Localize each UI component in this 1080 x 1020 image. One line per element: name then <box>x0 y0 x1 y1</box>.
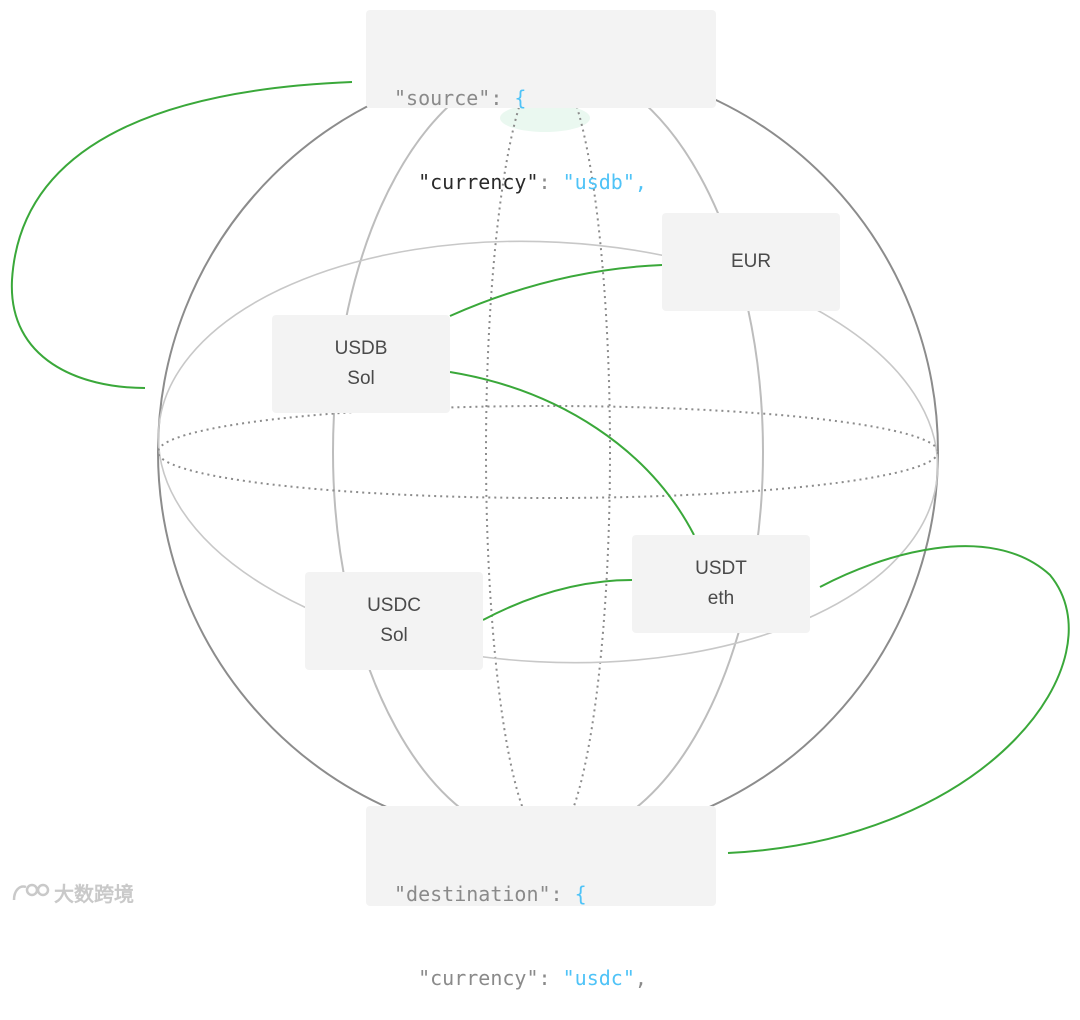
source-currency-value: "usdb" <box>562 170 635 194</box>
source-colon: : <box>490 86 515 110</box>
latitude-ring <box>157 240 939 664</box>
node-usdb-label: USDB <box>334 338 388 359</box>
node-usdt-eth: USDT eth <box>632 535 810 633</box>
source-line: "source": { <box>394 84 716 112</box>
source-code-block: "source": { "currency": "usdb", <box>366 10 716 194</box>
connector-usdb-usdt <box>449 371 695 536</box>
source-glow <box>500 104 590 132</box>
source-brace: { <box>514 86 527 110</box>
globe-diagram <box>10 61 1070 854</box>
destination-currency-colon: : <box>538 966 563 990</box>
destination-code-block: "destination": { "currency": "usdc", <box>366 806 716 990</box>
connector-usdt-destination-loop <box>727 545 1070 854</box>
destination-currency-line: "currency": "usdc", <box>394 964 716 992</box>
node-usdc-sol: USDC Sol <box>305 572 483 670</box>
destination-key: "destination" <box>394 882 551 906</box>
destination-currency-trail: , <box>634 966 647 990</box>
source-currency-colon: : <box>538 170 563 194</box>
node-eur-label: EUR <box>730 251 772 272</box>
node-eur: EUR <box>662 213 840 311</box>
node-usdb-chain: Sol <box>347 368 375 389</box>
node-usdc-chain: Sol <box>380 625 408 646</box>
node-usdb-sol: USDB Sol <box>272 315 450 413</box>
source-currency-key: "currency" <box>418 170 539 194</box>
equator-dotted <box>157 405 939 499</box>
watermark-text: 大数跨境 <box>54 884 134 906</box>
connector-usdb-eur <box>449 264 663 317</box>
connector-source-loop <box>10 81 353 389</box>
node-usdc-label: USDC <box>367 595 421 616</box>
connector-usdc-usdt <box>482 579 633 621</box>
destination-currency-key: "currency" <box>418 966 539 990</box>
source-key: "source" <box>394 86 491 110</box>
node-usdt-label: USDT <box>695 558 747 579</box>
source-currency-line: "currency": "usdb", <box>394 168 716 196</box>
source-currency-trail: , <box>634 170 647 194</box>
destination-currency-value: "usdc" <box>562 966 635 990</box>
watermark: 大数跨境 <box>10 878 134 907</box>
destination-brace: { <box>574 882 587 906</box>
destination-colon: : <box>550 882 575 906</box>
watermark-logo-icon <box>12 883 50 900</box>
destination-line: "destination": { <box>394 880 716 908</box>
node-usdt-chain: eth <box>707 588 735 609</box>
